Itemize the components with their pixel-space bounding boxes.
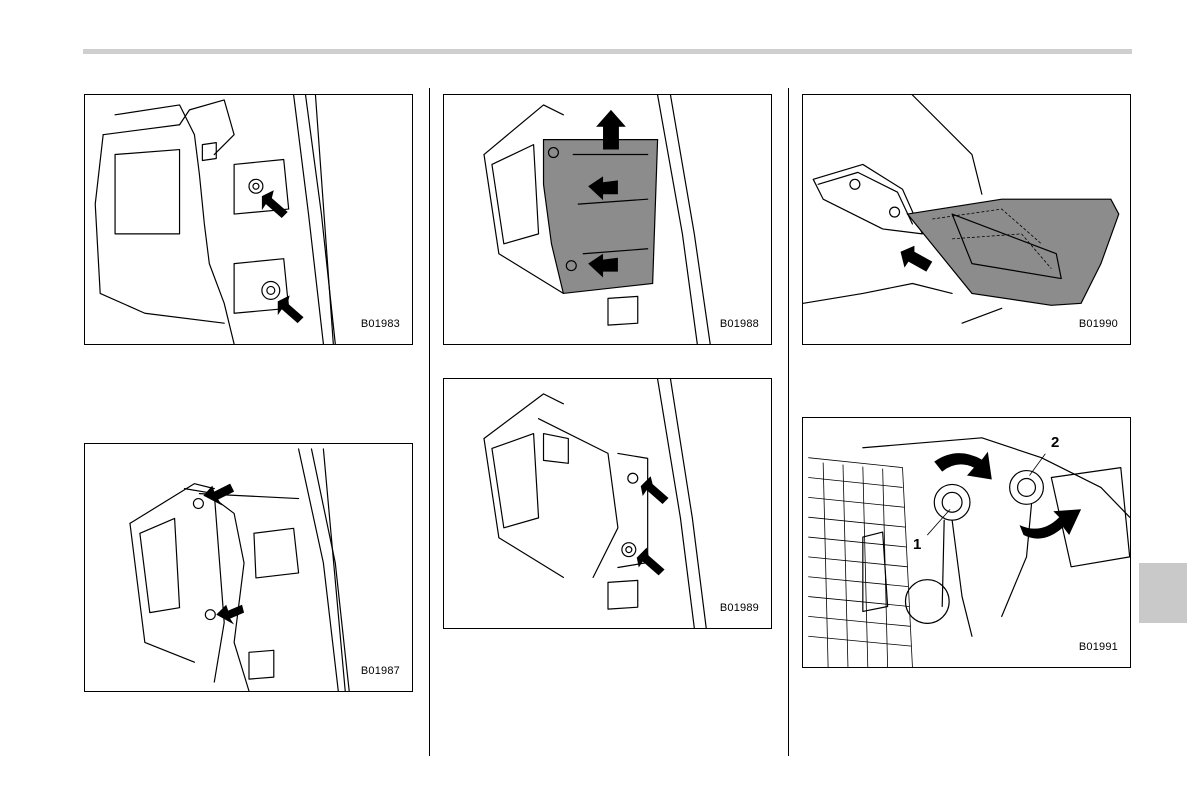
callout-1: 1 bbox=[913, 536, 921, 553]
figure-b01983: B01983 bbox=[84, 94, 413, 345]
figure-b01990: B01990 bbox=[802, 94, 1131, 345]
figure-b01988: B01988 bbox=[443, 94, 772, 345]
column-divider-left bbox=[429, 88, 430, 756]
tail-light-pull-out-illustration bbox=[803, 95, 1130, 344]
header-rule bbox=[83, 49, 1132, 54]
figure-code: B01989 bbox=[720, 602, 759, 614]
section-tab bbox=[1139, 563, 1187, 623]
figure-b01991: 1 2 B01991 bbox=[802, 417, 1131, 668]
figure-code: B01983 bbox=[361, 318, 400, 330]
tail-light-lower-screws-illustration bbox=[85, 444, 412, 691]
figure-code: B01987 bbox=[361, 665, 400, 677]
tail-light-bulb-sockets-illustration bbox=[803, 418, 1130, 667]
figure-b01987: B01987 bbox=[84, 443, 413, 692]
figure-code: B01991 bbox=[1079, 641, 1118, 653]
figure-b01989: B01989 bbox=[443, 378, 772, 629]
figure-code: B01988 bbox=[720, 318, 759, 330]
tail-light-bracket-screws-illustration bbox=[444, 379, 771, 628]
figure-code: B01990 bbox=[1079, 318, 1118, 330]
tail-light-screws-illustration bbox=[85, 95, 412, 344]
tail-light-cover-removal-illustration bbox=[444, 95, 771, 344]
column-divider-right bbox=[788, 88, 789, 756]
callout-2: 2 bbox=[1051, 434, 1059, 451]
